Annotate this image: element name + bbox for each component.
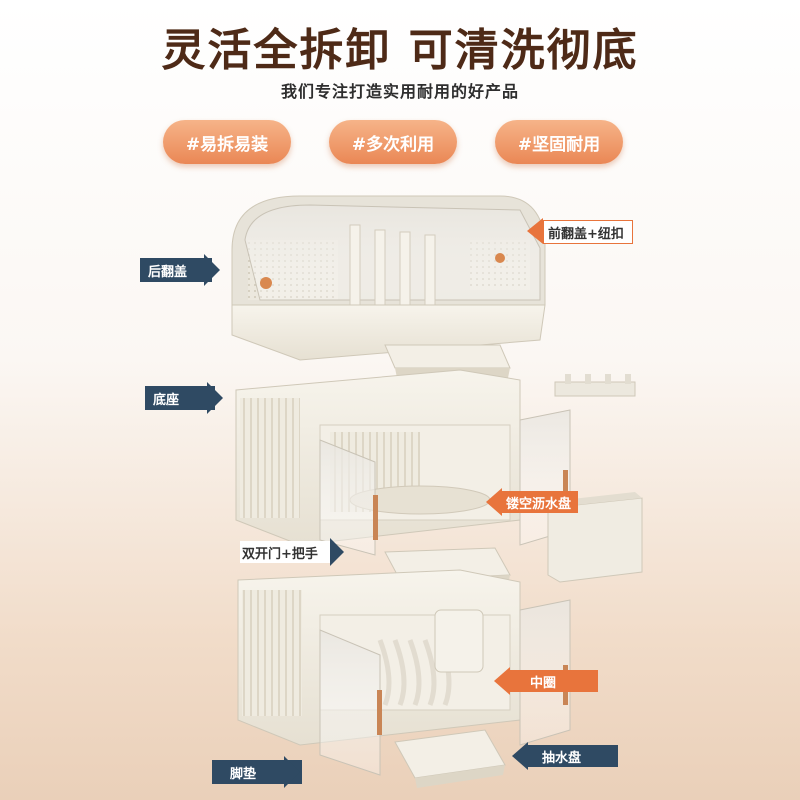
arrow-left-icon: [527, 218, 543, 244]
label-drain-tray: 镂空沥水盘: [502, 491, 578, 513]
label-middle-ring: 中圈: [510, 670, 598, 692]
label-pull-tray: 抽水盘: [528, 745, 618, 767]
wall-hook: [554, 374, 636, 397]
upper-base: [235, 369, 571, 556]
tag-durable: #坚固耐用: [495, 120, 623, 164]
tag-easy-install: #易拆易装: [163, 120, 291, 164]
arrow-right-icon: [204, 254, 220, 286]
arrow-right-icon: [207, 382, 223, 414]
label-back-cover: 后翻盖: [140, 258, 212, 282]
tag-reusable: #多次利用: [329, 120, 457, 164]
label-base: 底座: [145, 386, 215, 410]
lower-unit: [237, 569, 571, 776]
bottom-pull-tray: [394, 729, 506, 788]
arrow-left-icon: [494, 667, 510, 695]
label-double-door: 双开门+把手: [240, 541, 332, 563]
arrow-right-icon: [330, 538, 344, 566]
headline: 灵活全拆卸 可清洗彻底: [161, 25, 639, 76]
label-front-cover: 前翻盖+纽扣: [543, 220, 633, 244]
top-cover: [231, 195, 546, 361]
subline: 我们专注打造实用耐用的好产品: [280, 82, 519, 101]
arrow-right-icon: [284, 756, 300, 788]
arrow-left-icon: [486, 488, 502, 516]
arrow-left-icon: [512, 742, 528, 770]
